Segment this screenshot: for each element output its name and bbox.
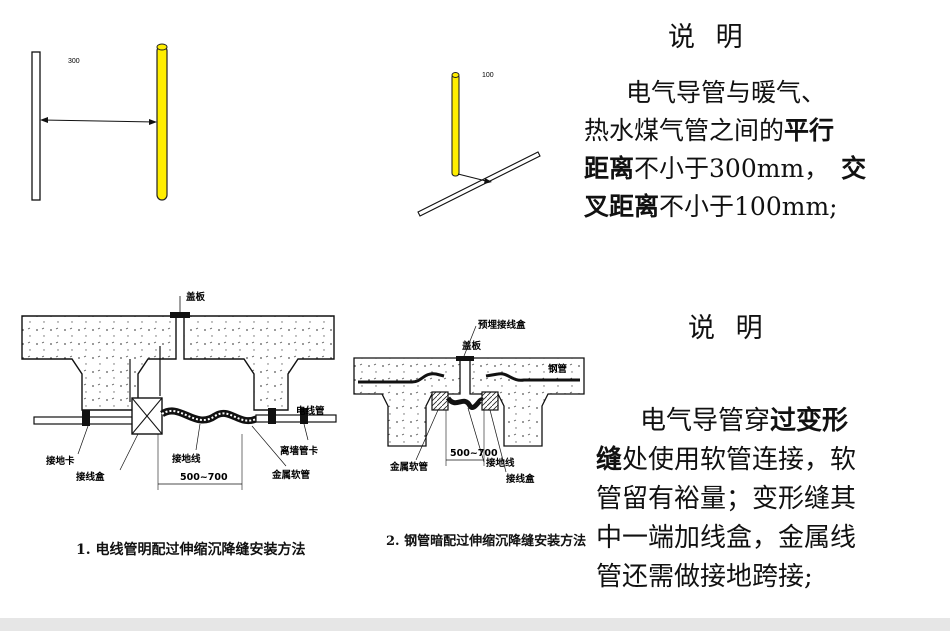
dimension-label: 500~700 <box>180 472 228 483</box>
junction-box-right <box>481 391 499 411</box>
conduit-pipe <box>31 51 41 201</box>
highlight-parallel: 平行 <box>784 116 835 145</box>
figure2-caption: 2. 钢管暗配过伸缩沉降缝安装方法 <box>386 534 587 549</box>
top-note-heading: 说 明 <box>668 22 749 53</box>
label-steel-pipe: 钢管 <box>548 363 568 375</box>
highlight-cross-distance: 叉距离 <box>584 192 660 221</box>
concrete-slab-right <box>183 315 335 411</box>
label-ground-wire: 接地线 <box>172 453 201 465</box>
label-cover: 盖板 <box>462 340 482 352</box>
steel-pipe-right <box>485 372 580 382</box>
highlight-cross: 交 <box>841 154 867 183</box>
parallel-distance-arrow <box>41 119 156 123</box>
text-segment: 不小于100mm; <box>659 192 838 221</box>
text-segment: 电气导管穿 <box>640 406 771 436</box>
cross-dim-label: 100 <box>482 72 494 79</box>
heating-pipe-vertical <box>451 73 460 177</box>
footer-bar <box>0 618 950 631</box>
label-ground-wire: 接地线 <box>486 457 515 469</box>
bottom-note-text: 电气导管穿过变形 缝处使用软管连接，软 管留有裕量；变形缝其 中一端加线盒，金属… <box>596 402 946 597</box>
figure1-diagram: 盖板 电线管 接地卡 接线盒 接地线 离墙管卡 金属软管 500~700 <box>21 291 337 490</box>
conduit-pipe-diagonal <box>417 151 541 217</box>
figure1-caption: 1. 电线管明配过伸缩沉降缝安装方法 <box>76 542 306 558</box>
label-flexible-hose: 金属软管 <box>271 469 311 481</box>
parallel-dim-label: 300 <box>68 58 80 65</box>
highlight-distance: 距离 <box>584 154 635 183</box>
bottom-note-line3: 管留有裕量；变形缝其 <box>596 484 857 514</box>
figure2-diagram: 预埋接线盒 盖板 钢管 金属软管 接地线 接线盒 500~700 <box>353 319 585 485</box>
top-note-line2: 热水煤气管之间的平行 <box>584 112 944 150</box>
junction-box-left <box>431 391 449 411</box>
concrete-slab-left <box>353 357 461 447</box>
highlight-deformation-joint: 过变形 <box>770 406 849 436</box>
top-note-line1: 电气导管与暖气、 <box>626 78 827 107</box>
bottom-note-line2: 缝处使用软管连接，软 <box>596 441 946 480</box>
label-cover: 盖板 <box>186 291 206 303</box>
text-segment: 不小于300mm， <box>634 154 830 183</box>
top-note-line3: 距离不小于300mm， 交 <box>584 150 944 188</box>
metal-flexible-hose <box>160 407 260 424</box>
highlight-joint: 缝 <box>596 445 623 475</box>
label-wall-clamp: 离墙管卡 <box>280 445 319 457</box>
heating-pipe <box>156 45 168 201</box>
bottom-note-line4: 中一端加线盒，金属线 <box>596 523 857 553</box>
label-flexible-hose: 金属软管 <box>389 461 429 473</box>
label-ground-clamp: 接地卡 <box>46 455 75 467</box>
cover-plate <box>170 312 190 318</box>
label-conduit: 电线管 <box>296 405 325 417</box>
label-junction-box: 接线盒 <box>506 473 535 485</box>
conduit-right <box>255 414 337 423</box>
concrete-slab-left <box>21 315 177 411</box>
metal-flexible-hose <box>445 396 485 410</box>
cover-plate <box>456 356 474 361</box>
parallel-pipes-diagram: 300 <box>31 43 168 201</box>
bottom-note-heading: 说 明 <box>688 313 769 344</box>
text-segment: 处使用软管连接，软 <box>622 445 857 475</box>
steel-pipe-left <box>358 372 445 384</box>
top-note-text: 电气导管与暖气、 热水煤气管之间的平行 距离不小于300mm， 交 叉距离不小于1… <box>584 74 944 226</box>
bottom-note-line5: 管还需做接地跨接; <box>596 562 813 592</box>
label-embedded-box: 预埋接线盒 <box>478 319 526 331</box>
bottom-note-line1: 电气导管穿过变形 <box>596 402 946 441</box>
top-note-line4: 叉距离不小于100mm; <box>584 188 944 226</box>
text-segment: 热水煤气管之间的 <box>584 116 785 145</box>
cross-pipes-diagram: 100 <box>417 72 541 217</box>
label-junction-box: 接线盒 <box>76 471 105 483</box>
dimension-label: 500~700 <box>450 448 498 459</box>
